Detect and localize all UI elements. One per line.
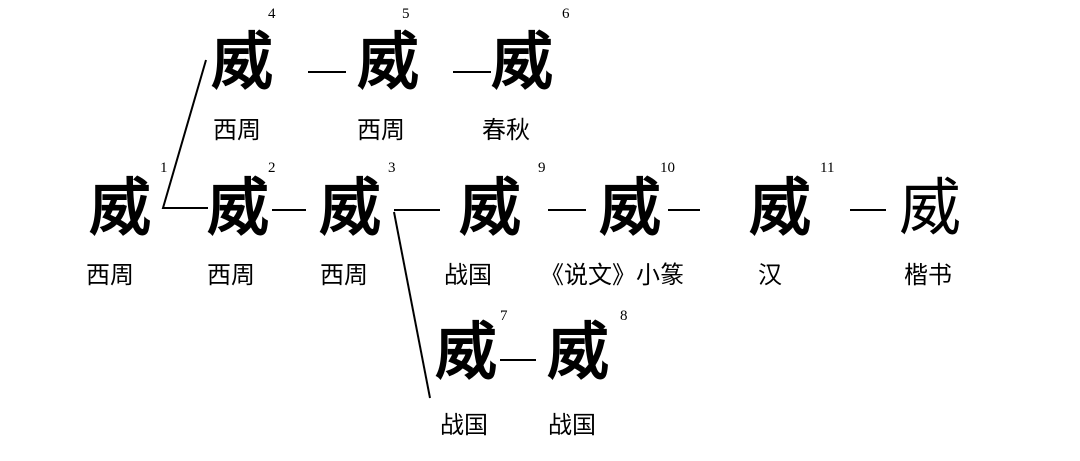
- glyph-number: 7: [500, 308, 508, 324]
- glyph-10: 威: [598, 171, 662, 244]
- glyph-number: 6: [562, 6, 570, 22]
- glyph-7: 威: [434, 315, 498, 388]
- period-label: 西周: [213, 116, 261, 144]
- period-label: 《说文》小篆: [540, 261, 684, 289]
- glyph-number: 1: [160, 160, 168, 176]
- branch-line-bottom: [393, 211, 431, 399]
- glyph-9: 威: [458, 171, 522, 244]
- period-label: 春秋: [482, 116, 530, 144]
- period-label: 西周: [320, 261, 368, 289]
- glyph-2: 威: [206, 171, 270, 244]
- glyph-kaishu: 威: [898, 171, 962, 244]
- glyph-5: 威: [356, 25, 420, 98]
- branch-line-top: [161, 59, 208, 209]
- period-label: 西周: [207, 261, 255, 289]
- glyph-4: 威: [210, 25, 274, 98]
- glyph-6: 威: [490, 25, 554, 98]
- glyph-number: 4: [268, 6, 276, 22]
- glyph-number: 11: [820, 160, 835, 176]
- glyph-number: 5: [402, 6, 410, 22]
- period-label: 战国: [440, 411, 488, 439]
- period-label: 战国: [548, 411, 596, 439]
- glyph-11: 威: [748, 171, 812, 244]
- period-label: 楷书: [904, 261, 952, 289]
- glyph-number: 2: [268, 160, 276, 176]
- period-label: 西周: [86, 261, 134, 289]
- period-label: 西周: [357, 116, 405, 144]
- glyph-number: 10: [660, 160, 675, 176]
- glyph-number: 8: [620, 308, 628, 324]
- glyph-3: 威: [318, 171, 382, 244]
- glyph-number: 3: [388, 160, 396, 176]
- glyph-1: 威: [88, 171, 152, 244]
- period-label: 战国: [444, 261, 492, 289]
- glyph-8: 威: [546, 315, 610, 388]
- period-label: 汉: [758, 261, 782, 289]
- glyph-number: 9: [538, 160, 546, 176]
